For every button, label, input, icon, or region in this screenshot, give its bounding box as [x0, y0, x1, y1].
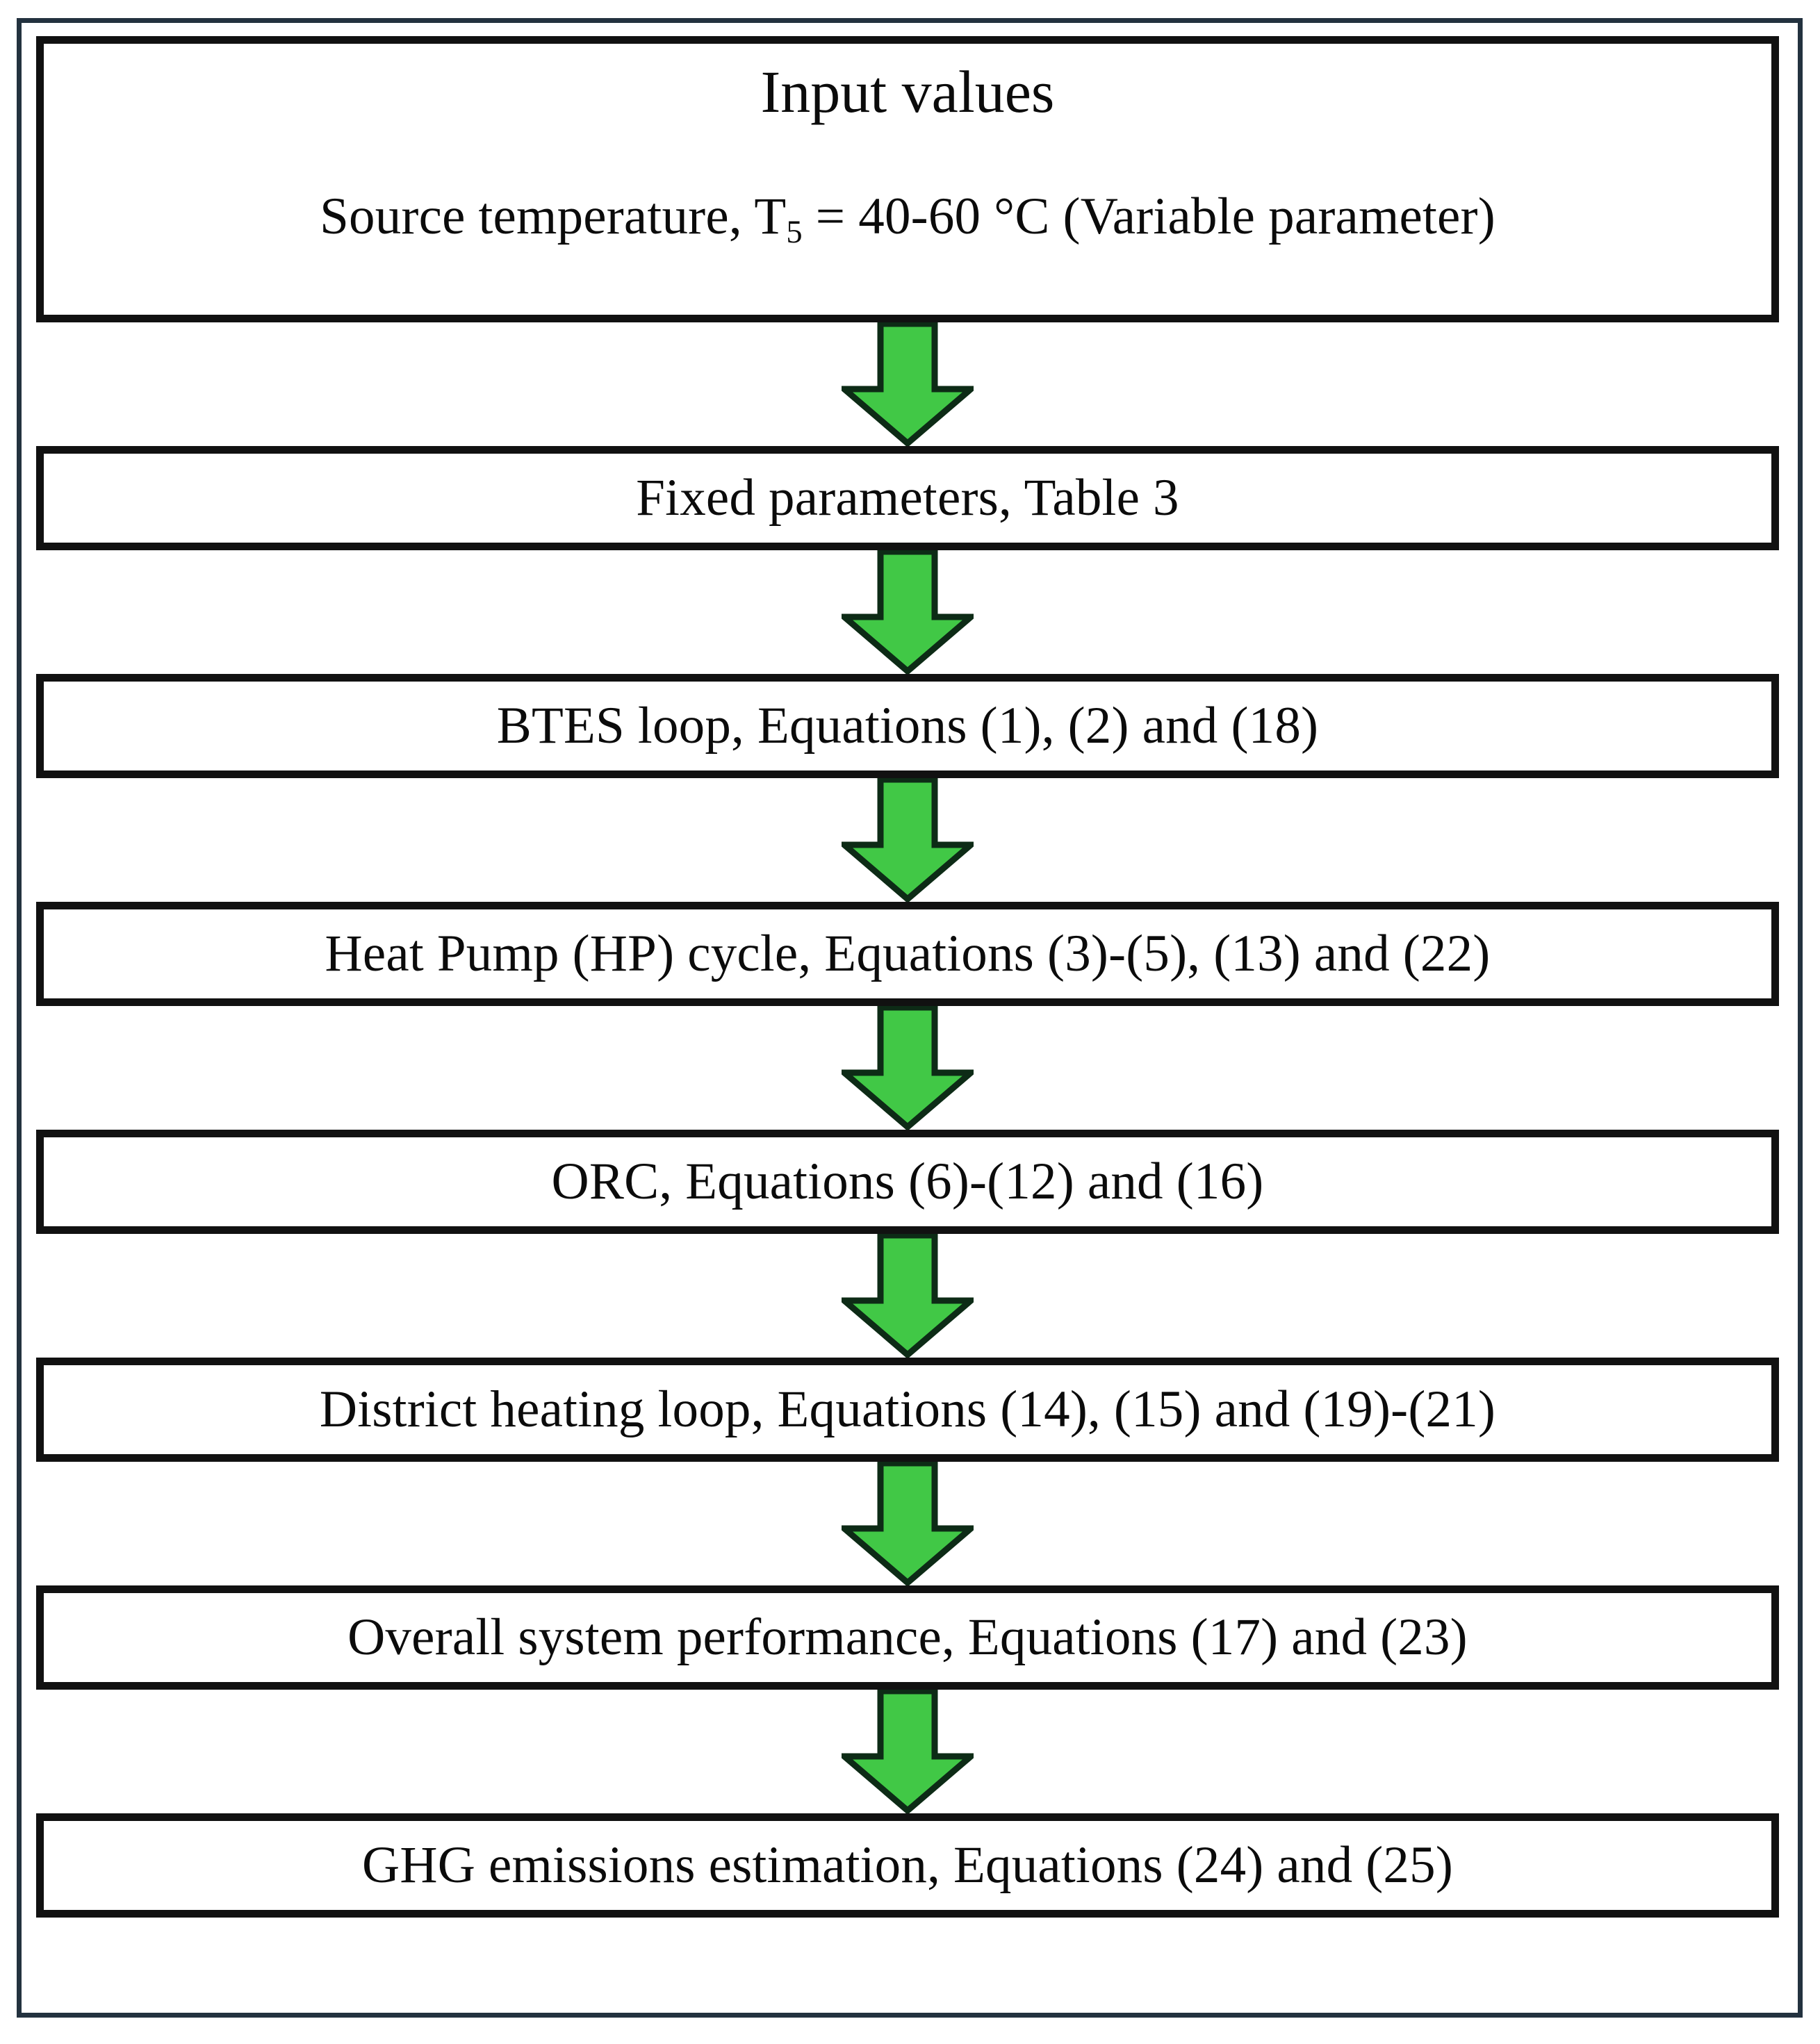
flow-node-label-ghg-emissions: GHG emissions estimation, Equations (24)…: [361, 1836, 1453, 1894]
flow-node-label-input-values: Source temperature, T5 = 40-60 °C (Varia…: [320, 188, 1495, 251]
flow-node-label-fixed-parameters: Fixed parameters, Table 3: [636, 468, 1179, 527]
flow-node-ghg-emissions[interactable]: GHG emissions estimation, Equations (24)…: [36, 1813, 1779, 1918]
flow-node-orc[interactable]: ORC, Equations (6)-(12) and (16): [36, 1130, 1779, 1234]
flow-connector-7: [36, 1690, 1779, 1813]
flow-node-label-orc: ORC, Equations (6)-(12) and (16): [551, 1152, 1264, 1210]
down-block-arrow-icon: [842, 1462, 974, 1585]
down-block-arrow-icon: [842, 1006, 974, 1130]
flow-connector-3: [36, 778, 1779, 902]
figure-outer-frame: [17, 18, 1803, 2018]
flow-connector-2: [36, 550, 1779, 674]
flow-node-label-overall-system-performance: Overall system performance, Equations (1…: [347, 1608, 1468, 1666]
flow-node-fixed-parameters[interactable]: Fixed parameters, Table 3: [36, 446, 1779, 550]
flowchart: Input values Source temperature, T5 = 40…: [36, 36, 1779, 2008]
flow-node-label-btes-loop: BTES loop, Equations (1), (2) and (18): [496, 696, 1319, 755]
flow-connector-5: [36, 1234, 1779, 1358]
flow-connector-6: [36, 1462, 1779, 1585]
flow-connector-1: [36, 322, 1779, 446]
flow-node-input-values[interactable]: Input values Source temperature, T5 = 40…: [36, 36, 1779, 322]
flow-node-title-input-values: Input values: [760, 58, 1055, 125]
flow-connector-4: [36, 1006, 1779, 1130]
flow-node-district-heating-loop[interactable]: District heating loop, Equations (14), (…: [36, 1358, 1779, 1462]
down-block-arrow-icon: [842, 1234, 974, 1358]
flow-node-heat-pump-cycle[interactable]: Heat Pump (HP) cycle, Equations (3)-(5),…: [36, 902, 1779, 1006]
down-block-arrow-icon: [842, 778, 974, 902]
down-block-arrow-icon: [842, 550, 974, 674]
down-block-arrow-icon: [842, 1690, 974, 1813]
down-block-arrow-icon: [842, 322, 974, 446]
flow-node-overall-system-performance[interactable]: Overall system performance, Equations (1…: [36, 1585, 1779, 1690]
flow-node-btes-loop[interactable]: BTES loop, Equations (1), (2) and (18): [36, 674, 1779, 778]
flow-node-label-heat-pump-cycle: Heat Pump (HP) cycle, Equations (3)-(5),…: [325, 924, 1491, 982]
flow-node-label-district-heating-loop: District heating loop, Equations (14), (…: [319, 1380, 1496, 1438]
